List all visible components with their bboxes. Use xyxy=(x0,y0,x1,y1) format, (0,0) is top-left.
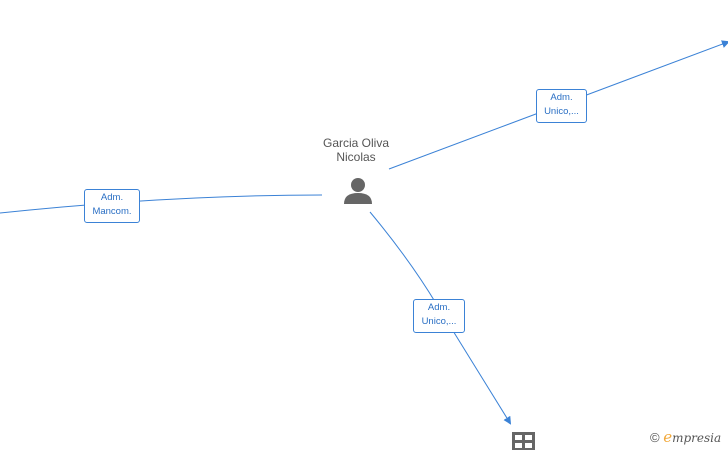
copyright-symbol: © xyxy=(650,430,660,445)
edge-label-left[interactable]: Adm. Mancom. xyxy=(84,189,140,223)
edge-label-line1: Adm. xyxy=(427,302,451,313)
edge-label-line1: Adm. xyxy=(100,192,124,203)
edge-label-bottom[interactable]: Adm. Unico,... xyxy=(413,299,465,333)
edge-label-line2: Unico,... xyxy=(421,316,457,327)
edge-left xyxy=(0,194,323,214)
building-icon[interactable] xyxy=(512,432,535,450)
brand-watermark: © empresia xyxy=(650,428,721,446)
brand-logo-letter: e xyxy=(663,428,673,446)
brand-logo-text: mpresia xyxy=(672,431,722,445)
edge-label-line2: Mancom. xyxy=(92,206,132,217)
edge-label-line1: Adm. xyxy=(550,92,573,103)
edge-label-line2: Unico,... xyxy=(544,106,579,117)
person-icon[interactable] xyxy=(344,178,372,204)
person-name-label[interactable]: Garcia Oliva Nicolas xyxy=(306,136,406,164)
person-name-line1: Garcia Oliva xyxy=(322,136,390,150)
edge-label-top[interactable]: Adm. Unico,... xyxy=(536,89,587,123)
person-name-line2: Nicolas xyxy=(336,150,376,164)
